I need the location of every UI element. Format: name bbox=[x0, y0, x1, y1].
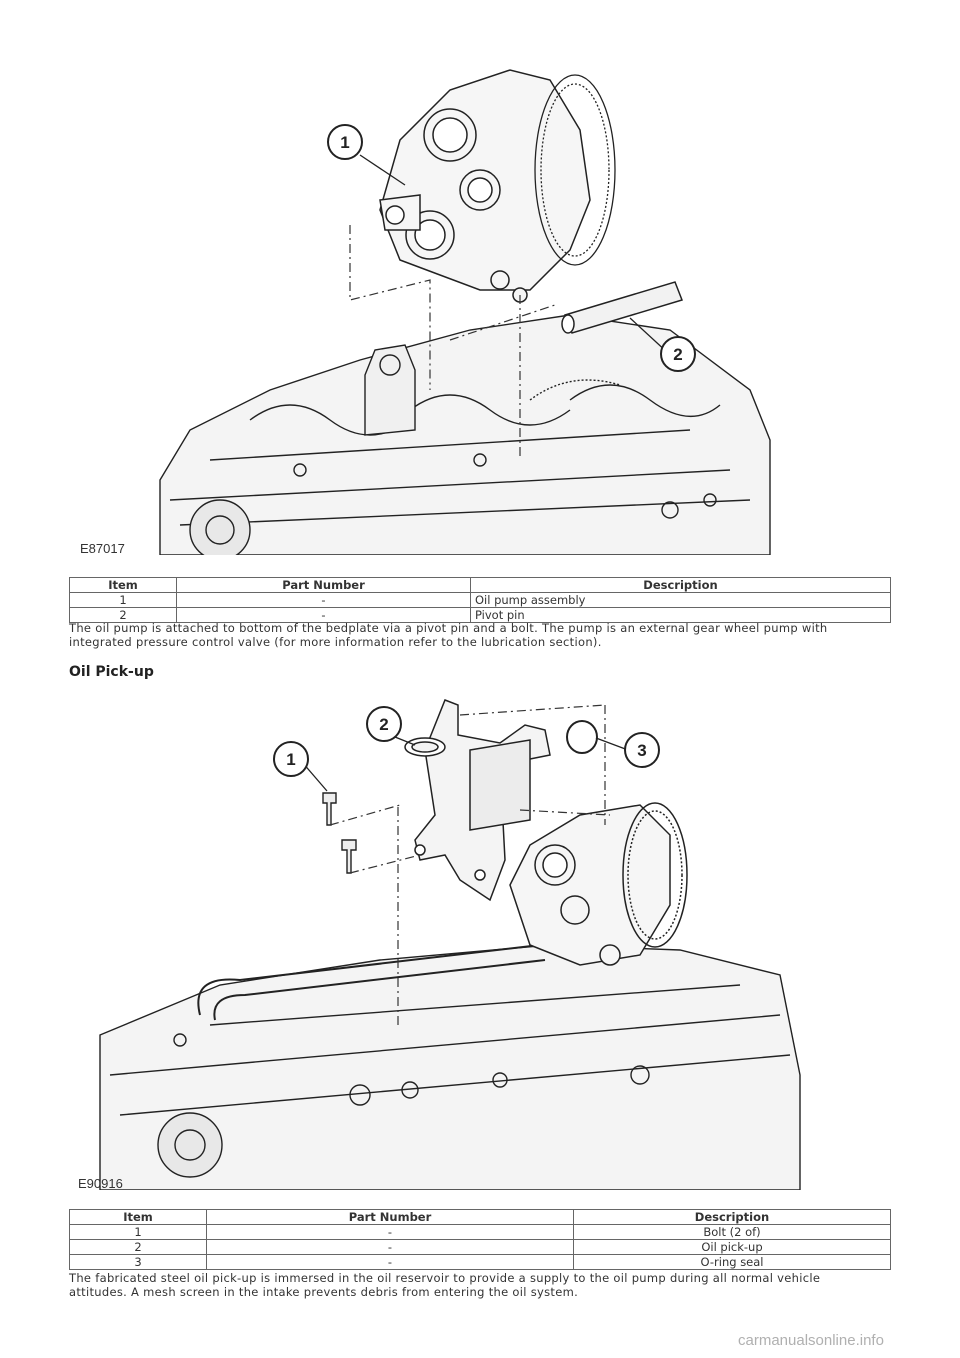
paragraph-line: The fabricated steel oil pick-up is imme… bbox=[69, 1271, 821, 1285]
column-header-item: Item bbox=[69, 577, 177, 593]
section-heading: Oil Pick-up bbox=[69, 664, 154, 680]
table-header-row: Item Part Number Description bbox=[69, 1209, 891, 1225]
oil-pump-description: The oil pump is attached to bottom of th… bbox=[69, 621, 899, 649]
cell-description: Pivot pin bbox=[470, 607, 891, 623]
watermark: carmanualsonline.info bbox=[738, 1332, 884, 1349]
cell-part-number: - bbox=[206, 1224, 574, 1240]
callout-2 bbox=[660, 336, 696, 372]
cell-part-number: - bbox=[206, 1239, 574, 1255]
figure-id-label: E90916 bbox=[78, 1176, 123, 1191]
table-header-row: Item Part Number Description bbox=[69, 577, 891, 593]
cell-item: 3 bbox=[69, 1254, 207, 1270]
parts-table-oil-pump: Item Part Number Description 1 - Oil pum… bbox=[69, 577, 891, 623]
cell-description: O-ring seal bbox=[573, 1254, 891, 1270]
table-row: 1 - Oil pump assembly bbox=[69, 592, 891, 608]
paragraph-line: The oil pump is attached to bottom of th… bbox=[69, 621, 828, 635]
table-row: 2 - Oil pick-up bbox=[69, 1239, 891, 1255]
oil-pickup-illustration: 1 2 3 bbox=[99, 699, 801, 1190]
parts-table-oil-pickup: Item Part Number Description 1 - Bolt (2… bbox=[69, 1209, 891, 1270]
column-header-part-number: Part Number bbox=[176, 577, 471, 593]
callout-2-label: 2 bbox=[379, 715, 388, 734]
table-row: 2 - Pivot pin bbox=[69, 607, 891, 623]
column-header-description: Description bbox=[573, 1209, 891, 1225]
callout-2-label: 2 bbox=[673, 345, 682, 364]
oil-pickup-description: The fabricated steel oil pick-up is imme… bbox=[69, 1271, 899, 1299]
cell-description: Oil pick-up bbox=[573, 1239, 891, 1255]
cell-item: 1 bbox=[69, 592, 177, 608]
oil-pump-illustration: 1 2 bbox=[159, 69, 771, 555]
callout-1-label: 1 bbox=[286, 750, 295, 769]
cell-description: Oil pump assembly bbox=[470, 592, 891, 608]
callout-1 bbox=[327, 124, 363, 160]
figure-id-label: E87017 bbox=[80, 541, 125, 556]
callout-3 bbox=[624, 732, 660, 768]
cell-description: Bolt (2 of) bbox=[573, 1224, 891, 1240]
callout-1-label: 1 bbox=[340, 133, 349, 152]
column-header-item: Item bbox=[69, 1209, 207, 1225]
column-header-description: Description bbox=[470, 577, 891, 593]
cell-part-number: - bbox=[206, 1254, 574, 1270]
cell-part-number: - bbox=[176, 592, 471, 608]
callout-1 bbox=[273, 741, 309, 777]
cell-item: 2 bbox=[69, 607, 177, 623]
table-row: 1 - Bolt (2 of) bbox=[69, 1224, 891, 1240]
cell-item: 1 bbox=[69, 1224, 207, 1240]
table-row: 3 - O-ring seal bbox=[69, 1254, 891, 1270]
paragraph-line: attitudes. A mesh screen in the intake p… bbox=[69, 1285, 579, 1299]
cell-item: 2 bbox=[69, 1239, 207, 1255]
paragraph-line: integrated pressure control valve (for m… bbox=[69, 635, 602, 649]
column-header-part-number: Part Number bbox=[206, 1209, 574, 1225]
callout-3-label: 3 bbox=[637, 741, 646, 760]
callout-2 bbox=[366, 706, 402, 742]
